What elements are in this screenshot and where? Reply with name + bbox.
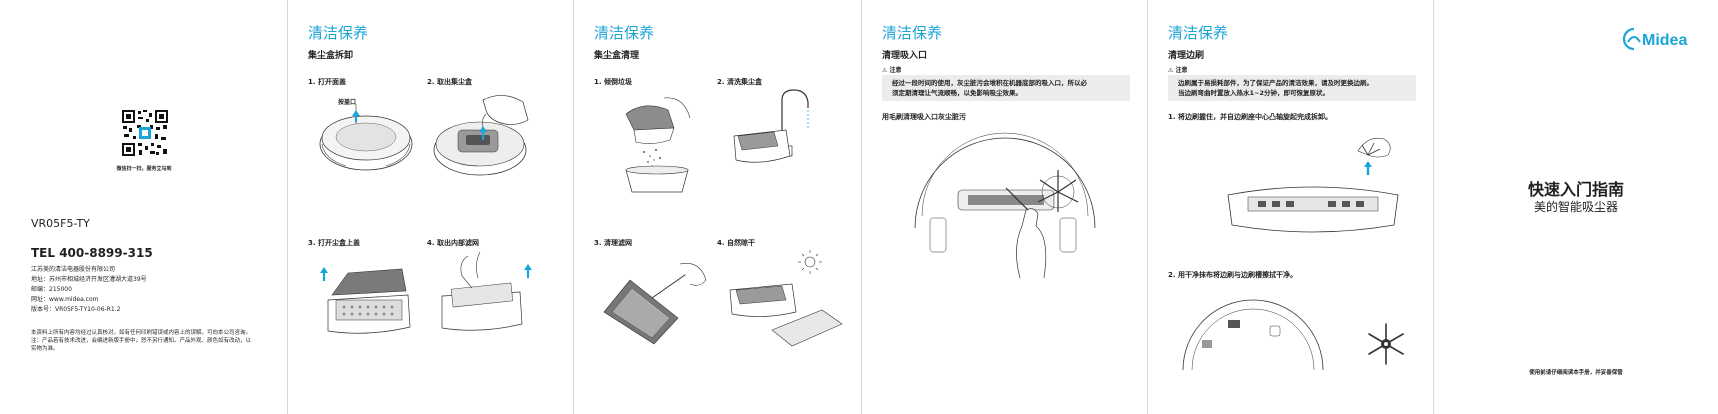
guide-title: 快速入门指南 bbox=[1527, 180, 1624, 199]
robot-open-cover-illustration bbox=[319, 104, 413, 171]
note-box: 经过一段时间的使用，灰尘脏污会堆积在机器底部的吸入口，所以必 须定期清理让气流顺… bbox=[882, 75, 1130, 101]
dust-box-lid-open-illustration bbox=[320, 267, 411, 334]
subsection-title: 集尘盒拆卸 bbox=[308, 51, 354, 61]
step-label: 2. 用干净抹布将边刷与边刷槽擦拭干净。 bbox=[1168, 271, 1297, 279]
model-number: VR05F5-TY bbox=[31, 217, 90, 230]
step-label: 1. 将边刷握住，并自边刷座中心凸轴旋起完成拆卸。 bbox=[1168, 113, 1332, 121]
instruction-text: 用毛刷清理吸入口灰尘脏污 bbox=[882, 113, 966, 121]
note-label: 注意 bbox=[889, 67, 902, 74]
note-line: 当边刷弯曲时置放入热水1~2分钟，即可恢复原状。 bbox=[1178, 89, 1329, 97]
section-title: 清洁保养 bbox=[308, 24, 369, 42]
disclaimer-line: 实物为准。 bbox=[31, 346, 59, 352]
suction-inlet-panel: 清洁保养 清理吸入口 ⚠ 注意 经过一段时间的使用，灰尘脏污会堆积在机器底部的吸… bbox=[862, 0, 1148, 414]
side-brush-panel: 清洁保养 清理边刷 ⚠ 注意 边刷属于易损耗部件，为了保证产品的清洁效果，请及时… bbox=[1148, 0, 1434, 414]
subsection-title: 清理吸入口 bbox=[882, 51, 928, 61]
disclaimer-line: 注：产品若有技术改进，会编进新版手册中，恕不另行通知。产品外观、颜色如有改动，以 bbox=[31, 338, 252, 344]
company-address: 地址：苏州市相城经济开发区漕湖大道39号 bbox=[31, 276, 147, 283]
air-dry-illustration bbox=[729, 250, 843, 347]
brush-filter-illustration bbox=[603, 263, 707, 345]
website: 网址：www.midea.com bbox=[31, 296, 99, 303]
remove-filter-illustration bbox=[441, 251, 532, 331]
disclaimer-line: 本资料上所有内容均经过认真核对，如有任何印刷错误或内容上的误解，可向本公司咨询。 bbox=[31, 330, 252, 336]
step-label: 1. 倾倒垃圾 bbox=[594, 78, 632, 86]
front-cover-panel: Midea 快速入门指南 美的智能吸尘器 使用前请仔细阅读本手册，并妥善保管 bbox=[1434, 0, 1718, 414]
side-brush-icon bbox=[1368, 323, 1404, 365]
version-number: 版本号：VR05F5-TY10-06-R1.2 bbox=[31, 306, 121, 313]
warning-icon: ⚠ 注意 bbox=[1168, 67, 1188, 74]
note-line: 经过一段时间的使用，灰尘脏污会堆积在机器底部的吸入口，所以必 bbox=[892, 79, 1087, 87]
step-label: 1. 打开面盖 bbox=[308, 78, 346, 86]
step-label: 4. 取出内部滤网 bbox=[427, 239, 479, 247]
note-box: 边刷属于易损耗部件，为了保证产品的清洁效果，请及时更换边刷。 当边刷弯曲时置放入… bbox=[1168, 75, 1416, 101]
section-title: 清洁保养 bbox=[882, 24, 943, 42]
qr-code bbox=[122, 110, 168, 156]
product-name: 美的智能吸尘器 bbox=[1533, 200, 1618, 214]
subsection-title: 集尘盒清理 bbox=[594, 51, 640, 61]
remove-side-brush-illustration bbox=[1227, 137, 1399, 233]
service-hotline: TEL 400-8899-315 bbox=[31, 246, 153, 260]
company-contact: 江苏美的清洁电器股份有限公司 地址：苏州市相城经济开发区漕湖大道39号 邮编：2… bbox=[31, 265, 147, 315]
company-name: 江苏美的清洁电器股份有限公司 bbox=[31, 266, 116, 273]
warning-icon: ⚠ 注意 bbox=[882, 67, 902, 74]
robot-underside-brush-illustration bbox=[914, 118, 1096, 279]
robot-remove-dust-box-illustration bbox=[433, 95, 529, 176]
back-cover-panel: 微信扫一扫，服务立马到 VR05F5-TY TEL 400-8899-315 江… bbox=[0, 0, 288, 414]
brand-name: Midea bbox=[1642, 32, 1687, 49]
step-label: 2. 取出集尘盒 bbox=[427, 78, 472, 86]
qr-caption: 微信扫一扫，服务立马到 bbox=[116, 166, 172, 172]
note-line: 边刷属于易损耗部件，为了保证产品的清洁效果，请及时更换边刷。 bbox=[1178, 79, 1373, 87]
disclaimer: 本资料上所有内容均经过认真核对，如有任何印刷错误或内容上的误解，可向本公司咨询。… bbox=[31, 329, 279, 353]
step-label: 3. 清理滤网 bbox=[594, 239, 632, 247]
reading-advice: 使用前请仔细阅读本手册，并妥善保管 bbox=[1529, 370, 1623, 376]
dust-box-cleaning-panel: 清洁保养 集尘盒清理 1. 倾倒垃圾 2. 清洗集尘盒 3. 清理滤网 4. 自… bbox=[574, 0, 862, 414]
cover-button-callout: 按盖口 bbox=[338, 99, 357, 106]
wash-dust-box-illustration bbox=[733, 89, 809, 163]
subsection-title: 清理边刷 bbox=[1168, 51, 1205, 61]
postal-code: 邮编：215000 bbox=[31, 286, 72, 293]
step-label: 2. 清洗集尘盒 bbox=[717, 78, 762, 86]
step-label: 4. 自然晾干 bbox=[717, 239, 755, 247]
empty-trash-illustration bbox=[625, 97, 691, 193]
section-title: 清洁保养 bbox=[1168, 24, 1229, 42]
dust-box-removal-panel: 清洁保养 集尘盒拆卸 1. 打开面盖 2. 取出集尘盒 3. 打开尘盒上盖 4.… bbox=[288, 0, 574, 414]
midea-logo: Midea bbox=[1622, 27, 1687, 51]
note-label: 注意 bbox=[1175, 67, 1188, 74]
step-label: 3. 打开尘盒上盖 bbox=[308, 239, 360, 247]
note-line: 须定期清理让气流顺畅，以免影响吸尘效果。 bbox=[892, 89, 1022, 97]
section-title: 清洁保养 bbox=[594, 24, 655, 42]
wipe-brush-slot-illustration bbox=[1182, 299, 1324, 371]
